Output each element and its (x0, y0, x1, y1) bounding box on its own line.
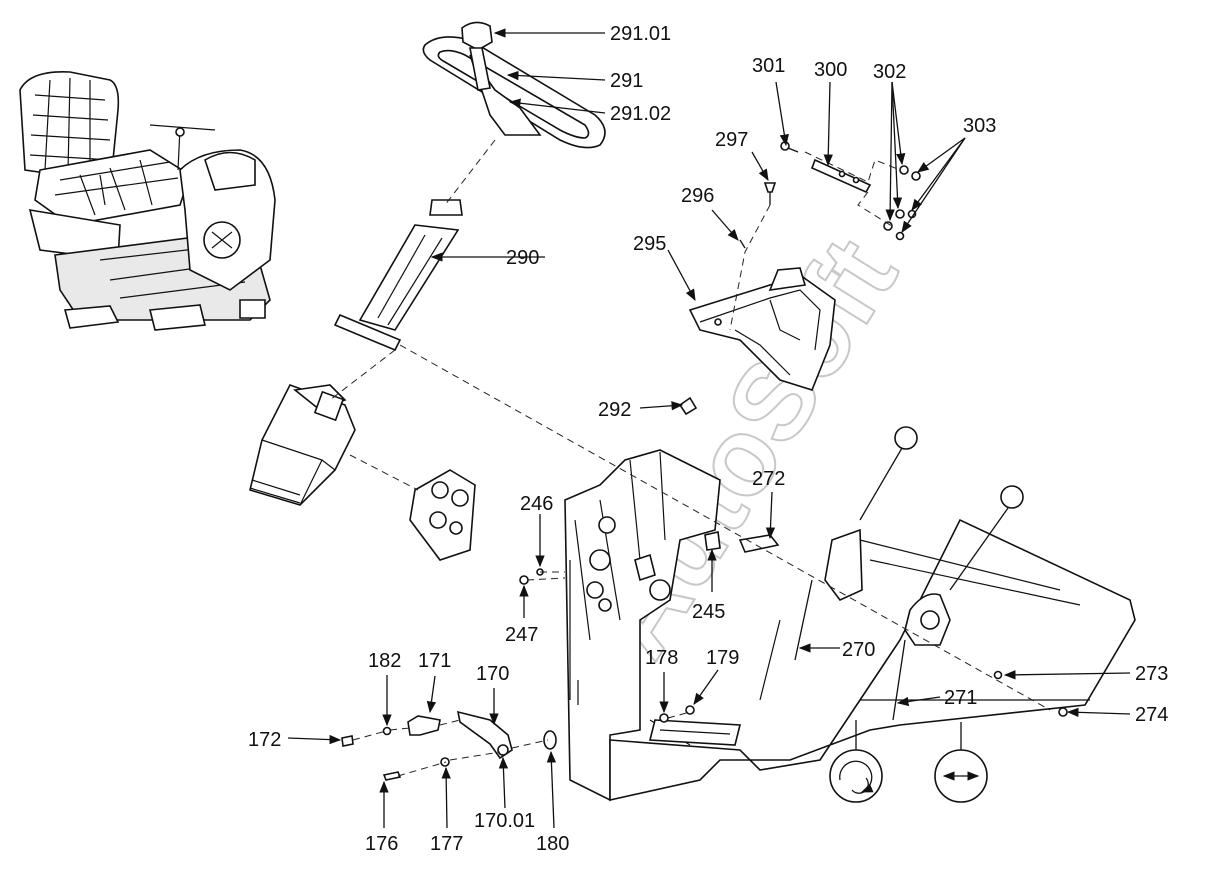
callout-245: 245 (692, 601, 725, 623)
lever-300 (810, 158, 872, 194)
callout-247: 247 (505, 624, 538, 646)
callout-297: 297 (715, 129, 748, 151)
callout-246: 246 (520, 493, 553, 515)
steering-wheel (422, 21, 606, 149)
callout-301: 301 (752, 55, 785, 77)
mounting-plate (409, 469, 476, 561)
leader-lines (287, 28, 1131, 829)
callout-170-01: 170.01 (474, 810, 535, 832)
rotate-arrows-icon (829, 720, 883, 803)
small-fasteners-top (739, 141, 799, 249)
callout-177: 177 (430, 833, 463, 855)
steering-column (333, 199, 463, 352)
callout-292: 292 (598, 399, 631, 421)
callout-171: 171 (418, 650, 451, 672)
hydraulic-unit (249, 384, 356, 506)
callout-291: 291 (610, 70, 643, 92)
callout-182: 182 (368, 650, 401, 672)
callout-290: 290 (506, 247, 539, 269)
callout-272: 272 (752, 468, 785, 490)
callout-302: 302 (873, 61, 906, 83)
seat-overview-illustration (19, 71, 276, 331)
callout-172: 172 (248, 729, 281, 751)
callout-300: 300 (814, 59, 847, 81)
alignment-lines (329, 139, 1051, 777)
control-lever-270 (794, 426, 918, 661)
control-lever-271 (892, 485, 1024, 721)
callout-labels: 291.01 291 291.02 301 300 302 303 297 29… (248, 23, 1168, 855)
callout-179: 179 (706, 647, 739, 669)
callout-170: 170 (476, 663, 509, 685)
bolt-172 (341, 735, 354, 747)
callout-295: 295 (633, 233, 666, 255)
callout-274: 274 (1135, 704, 1168, 726)
callout-271: 271 (944, 687, 977, 709)
callout-291-01: 291.01 (610, 23, 671, 45)
callout-273: 273 (1135, 663, 1168, 685)
callout-303: 303 (963, 115, 996, 137)
double-arrow-icon (934, 722, 988, 803)
callout-178: 178 (645, 647, 678, 669)
linkage-assembly (341, 710, 557, 781)
callout-296: 296 (681, 185, 714, 207)
callout-180: 180 (536, 833, 569, 855)
bracket-295 (688, 267, 836, 391)
callout-176: 176 (365, 833, 398, 855)
callout-291-02: 291.02 (610, 103, 671, 125)
small-parts (519, 396, 1068, 723)
nuts-302-303 (883, 165, 921, 241)
callout-270: 270 (842, 639, 875, 661)
console-base (609, 518, 1136, 801)
